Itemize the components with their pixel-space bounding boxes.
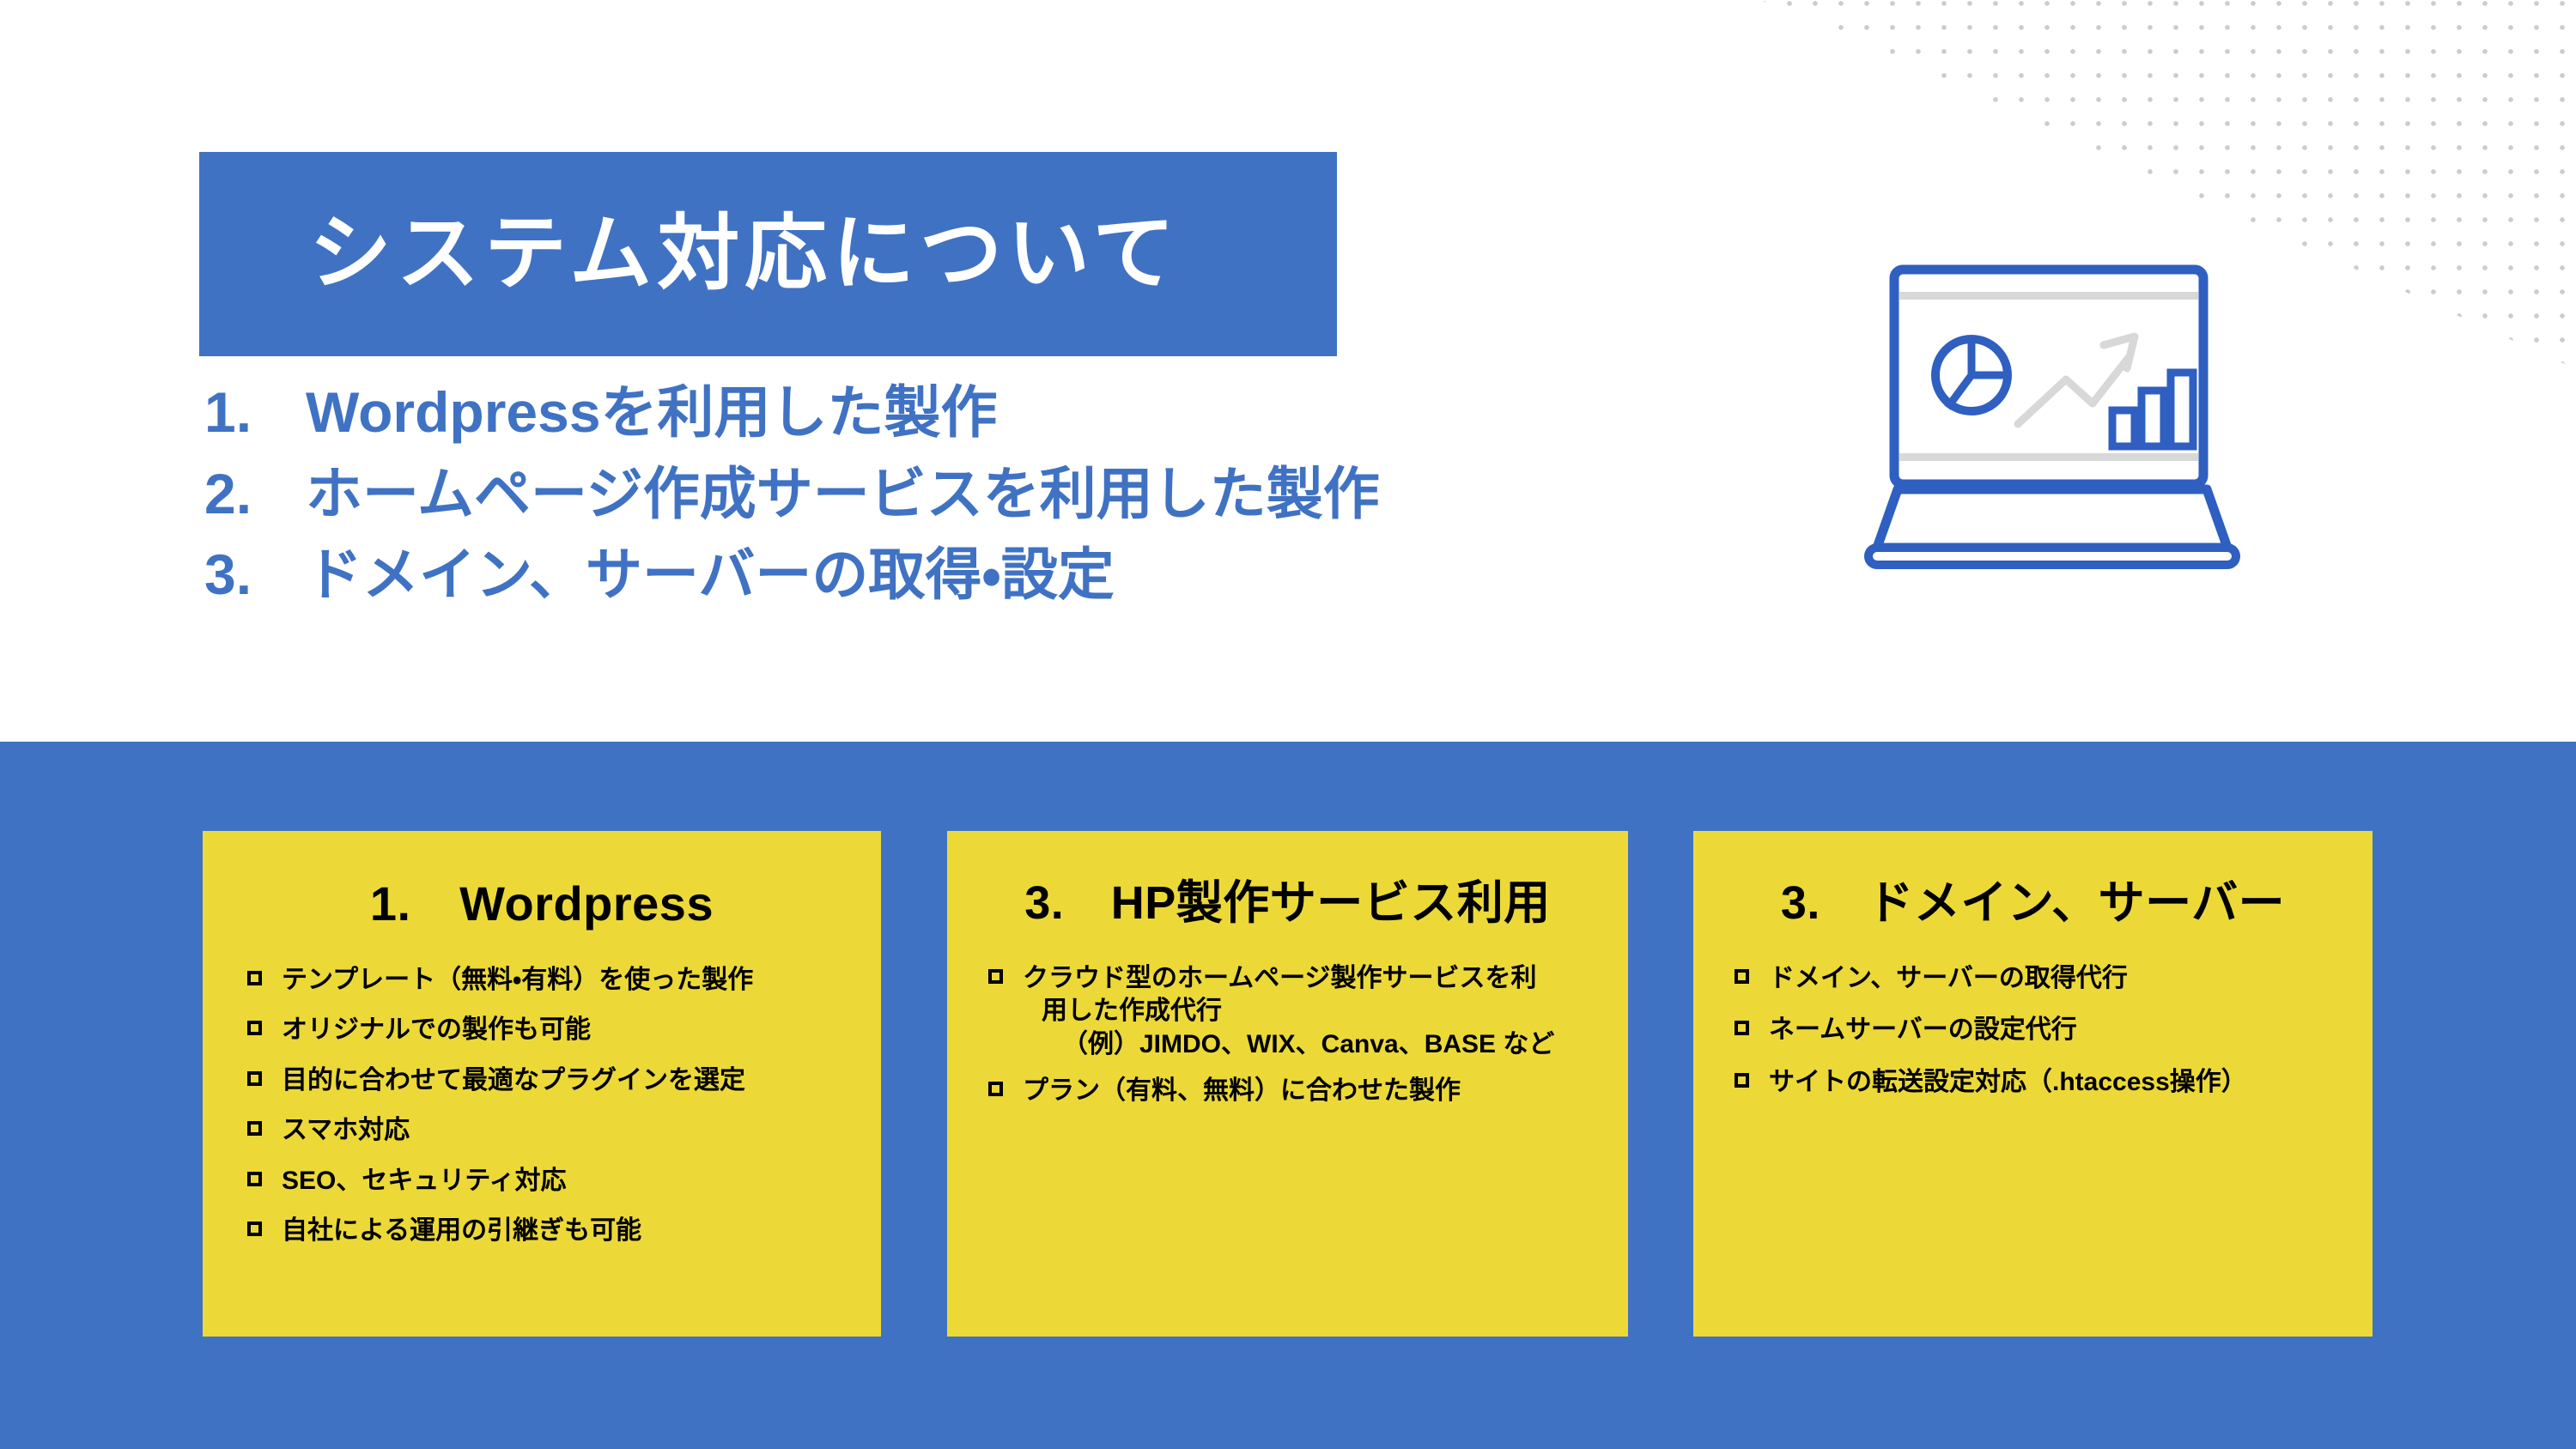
list-item-line: プラン（有料、無料）に合わせた製作 — [1023, 1076, 1461, 1106]
list-item-line: サイトの転送設定対応（.htaccess操作） — [1769, 1067, 2247, 1096]
list-item-line: SEO、セキュリティ対応 — [282, 1166, 567, 1195]
overview-item-label: ドメイン、サーバーの取得・設定 — [306, 543, 1115, 607]
list-item-line: 自社による運用の引継ぎも可能 — [282, 1216, 642, 1245]
list-item-line: ドメイン、サーバーの取得代行 — [1769, 964, 2128, 992]
list-item-line: オリジナルでの製作も可能 — [282, 1016, 591, 1045]
list-item-line: ネームサーバーの設定代行 — [1769, 1016, 2077, 1045]
checkbox-bullet-icon — [988, 969, 1003, 984]
card-feature-list: クラウド型のホームページ製作サービスを利 用した作成代行 （例）JIMDO、WI… — [947, 962, 1628, 1108]
checkbox-bullet-icon — [1735, 1072, 1749, 1088]
laptop-foot — [1864, 543, 2240, 569]
list-item: ドメイン、サーバーの取得代行 — [1735, 962, 2372, 995]
checkbox-bullet-icon — [247, 1070, 262, 1086]
list-item: ネームサーバーの設定代行 — [1735, 1014, 2372, 1046]
overview-item-number: 3. — [204, 543, 252, 607]
list-item-line: 用した作成代行 — [1042, 997, 1222, 1026]
overview-item-number: 1. — [204, 380, 252, 444]
checkbox-bullet-icon — [247, 1171, 262, 1186]
list-item: クラウド型のホームページ製作サービスを利 用した作成代行 （例）JIMDO、WI… — [988, 962, 1628, 1061]
overview-item-label: Wordpressを利用した製作 — [306, 380, 998, 444]
list-item-line: （例）JIMDO、WIX、Canva、BASE など — [1062, 1029, 1555, 1058]
pie-chart-icon — [1931, 335, 2012, 415]
list-item-line: スマホ対応 — [282, 1116, 410, 1145]
card-wordpress: 1. Wordpress テンプレート（無料・有料）を使った製作 オリジナルでの… — [203, 831, 881, 1337]
card-title: 3. ドメイン、サーバー — [1780, 877, 2286, 929]
checkbox-bullet-icon — [247, 1221, 262, 1236]
list-item-line: テンプレート（無料・有料）を使った製作 — [282, 966, 754, 994]
checkbox-bullet-icon — [247, 1121, 262, 1137]
overview-list-item: 2. ホームページ作成サービスを利用した製作 — [204, 459, 1836, 529]
list-item: テンプレート（無料・有料）を使った製作 — [247, 964, 881, 997]
list-item: SEO、セキュリティ対応 — [247, 1165, 881, 1197]
card-hp-service: 3. HP製作サービス利用 クラウド型のホームページ製作サービスを利 用した作成… — [947, 831, 1628, 1337]
checkbox-bullet-icon — [1735, 1021, 1749, 1036]
list-item: サイトの転送設定対応（.htaccess操作） — [1735, 1066, 2372, 1099]
laptop-base — [1872, 484, 2233, 553]
card-title: 1. Wordpress — [369, 876, 714, 931]
card-domain-server: 3. ドメイン、サーバー ドメイン、サーバーの取得代行 ネームサーバーの設定代行… — [1693, 831, 2372, 1337]
checkbox-bullet-icon — [1735, 969, 1749, 984]
overview-item-number: 2. — [204, 461, 252, 525]
overview-list-item: 3. ドメイン、サーバーの取得・設定 — [204, 540, 1836, 609]
card-feature-list: テンプレート（無料・有料）を使った製作 オリジナルでの製作も可能 目的に合わせて… — [203, 964, 881, 1247]
bar-chart-icon — [2108, 368, 2197, 451]
list-item: スマホ対応 — [247, 1114, 881, 1147]
list-item-line: 目的に合わせて最適なプラグインを選定 — [282, 1065, 745, 1094]
overview-list: 1. Wordpressを利用した製作 2. ホームページ作成サービスを利用した… — [204, 378, 1836, 621]
screen-bottom-band — [1899, 453, 2198, 461]
laptop-screen-frame — [1889, 264, 2208, 489]
list-item: プラン（有料、無料）に合わせた製作 — [988, 1075, 1628, 1107]
trend-arrow-icon — [2014, 332, 2139, 428]
list-item-line: クラウド型のホームページ製作サービスを利 — [1023, 964, 1537, 992]
checkbox-bullet-icon — [247, 1021, 262, 1036]
page-title: システム対応について — [309, 208, 1181, 300]
list-item: 自社による運用の引継ぎも可能 — [247, 1215, 881, 1247]
card-title: 3. HP製作サービス利用 — [1024, 877, 1551, 929]
card-feature-list: ドメイン、サーバーの取得代行 ネームサーバーの設定代行 サイトの転送設定対応（.… — [1693, 962, 2372, 1099]
laptop-analytics-icon — [1846, 242, 2258, 585]
checkbox-bullet-icon — [988, 1082, 1003, 1097]
overview-item-label: ホームページ作成サービスを利用した製作 — [306, 461, 1380, 525]
list-item: オリジナルでの製作も可能 — [247, 1014, 881, 1046]
checkbox-bullet-icon — [247, 971, 262, 985]
list-item: 目的に合わせて最適なプラグインを選定 — [247, 1064, 881, 1097]
overview-list-item: 1. Wordpressを利用した製作 — [204, 378, 1836, 447]
screen-top-band — [1899, 292, 2198, 300]
page-title-banner: システム対応について — [199, 152, 1337, 356]
